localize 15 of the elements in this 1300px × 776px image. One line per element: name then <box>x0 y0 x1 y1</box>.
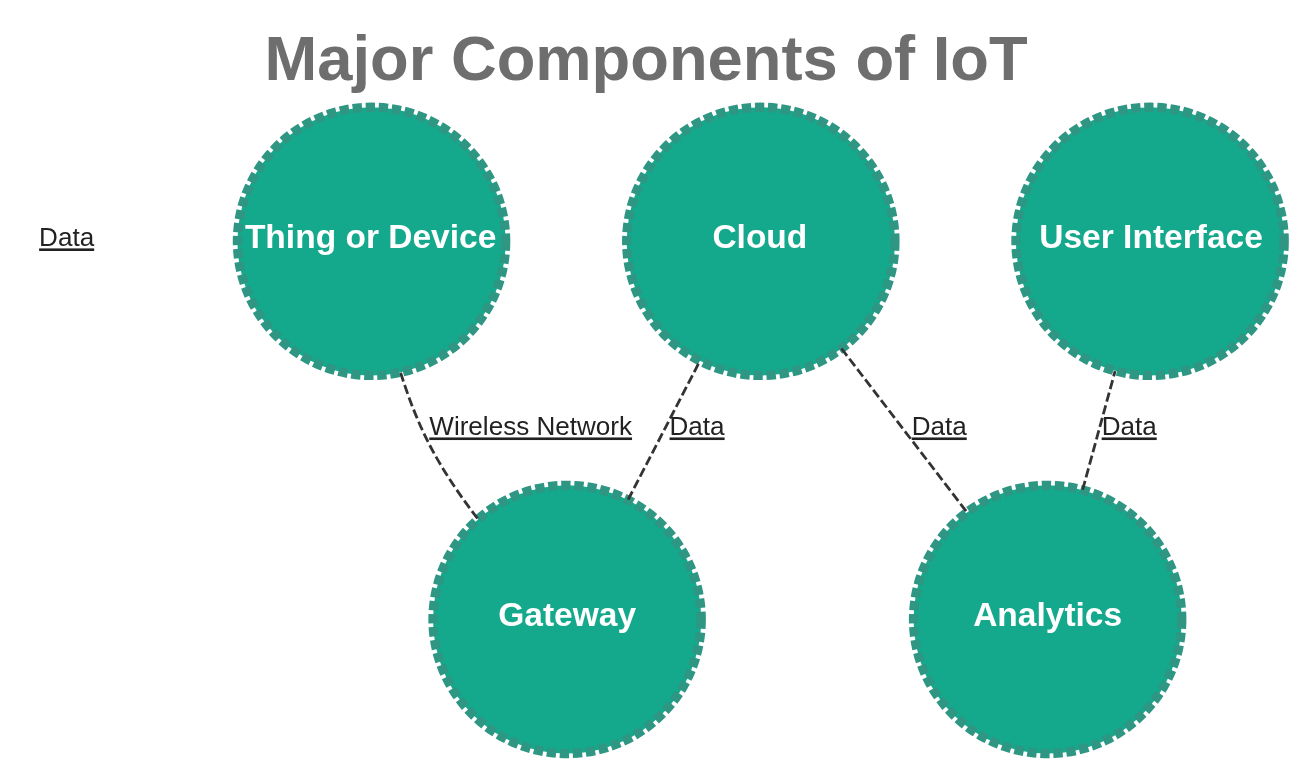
node-circle: Analytics <box>908 480 1187 758</box>
label: Data <box>39 221 95 252</box>
diagram-title: Major Components of IoT <box>264 22 1028 93</box>
connector <box>1081 370 1117 490</box>
node-circle: Thing or Device <box>232 102 511 380</box>
edge-label: Wireless Network <box>429 410 633 441</box>
node-circle: User Interface <box>1011 102 1289 380</box>
node-circle: Cloud <box>622 102 900 380</box>
edge-label: Data <box>1101 410 1157 441</box>
connector <box>626 360 702 500</box>
edge-label: Data <box>911 410 967 441</box>
connector <box>399 371 479 520</box>
connector <box>840 347 968 513</box>
edge-label: Data <box>669 410 725 441</box>
node-circle: Gateway <box>428 480 706 758</box>
